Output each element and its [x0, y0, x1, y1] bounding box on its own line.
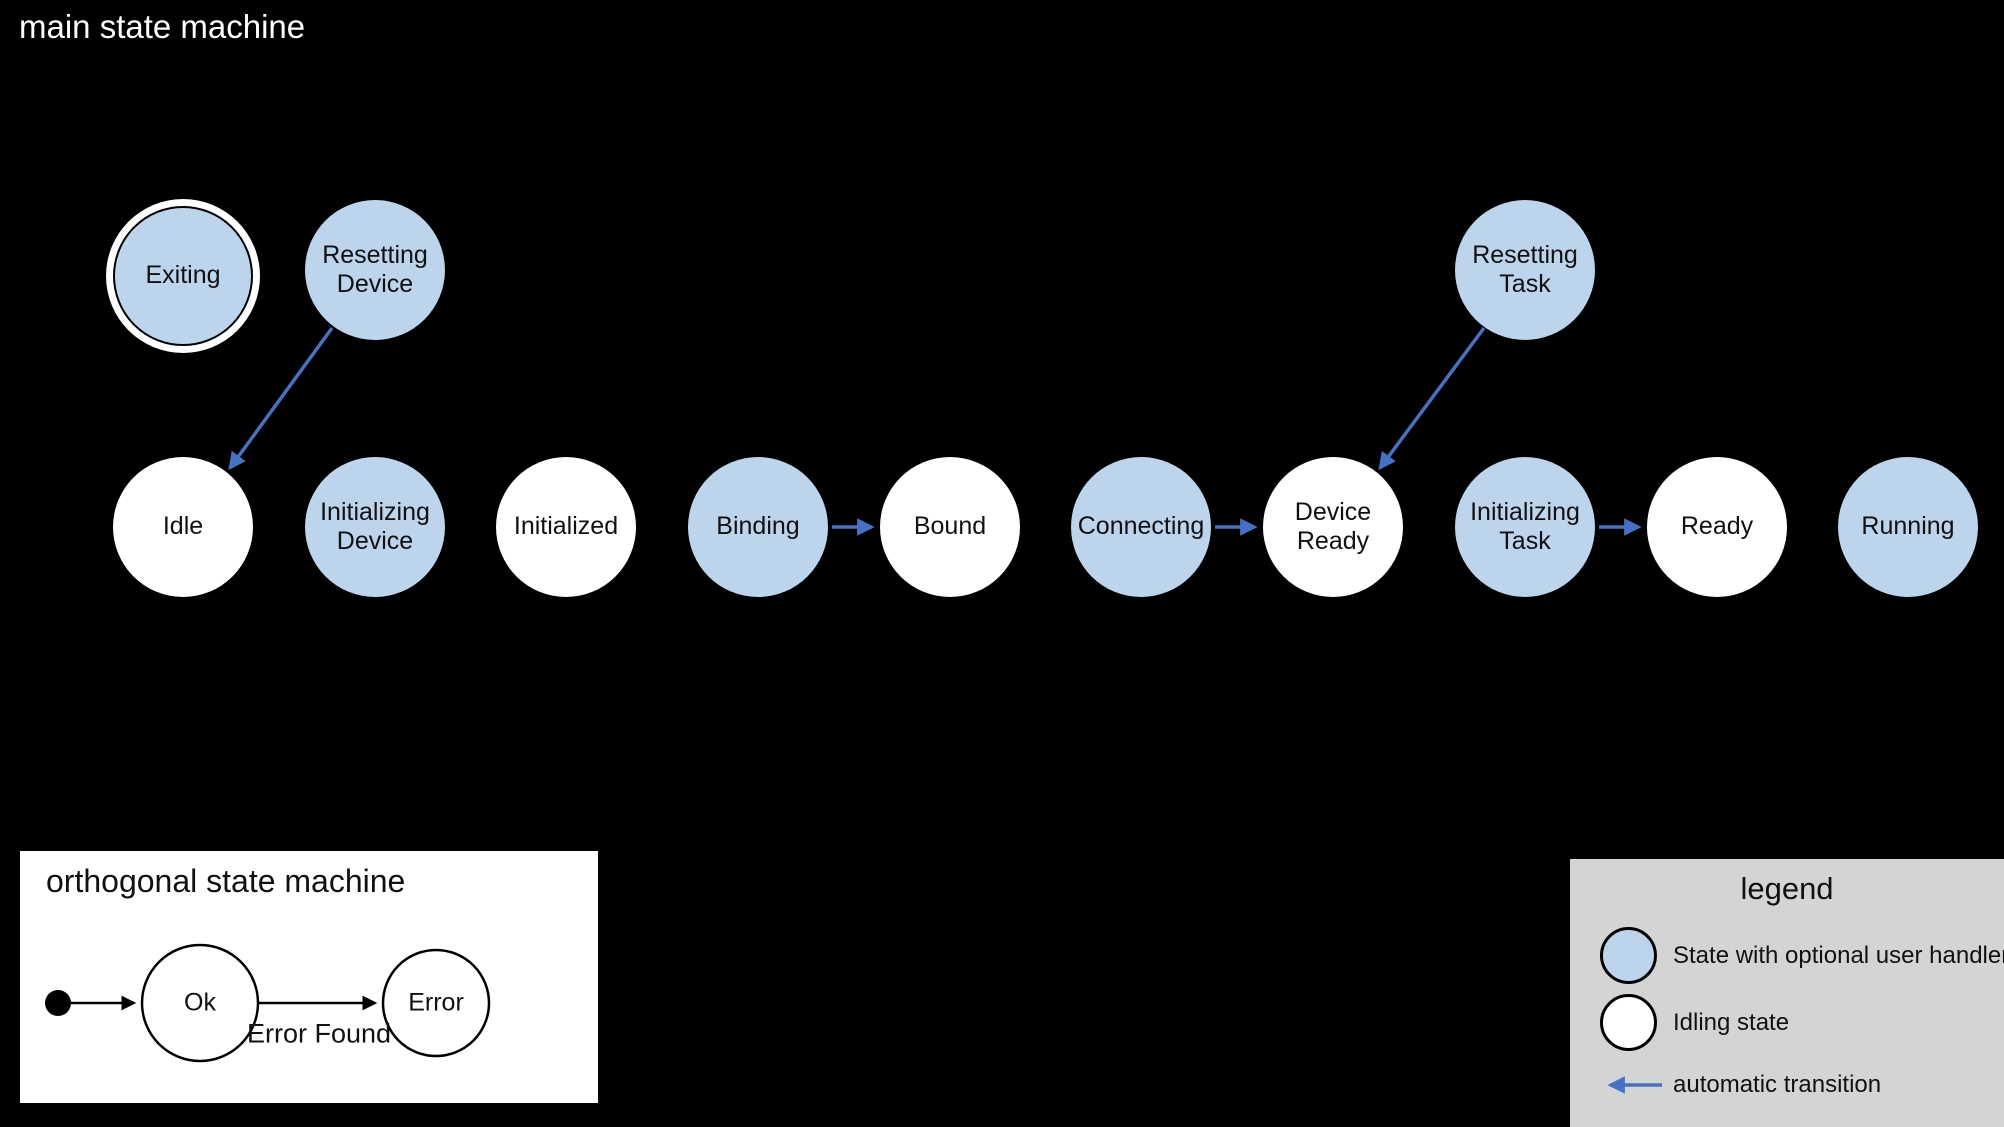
state-resetting-task: Resetting Task: [1455, 200, 1595, 340]
state-initializing-task: Initializing Task: [1455, 457, 1595, 597]
legend-panel: legend State with optional user handler …: [1570, 859, 2004, 1127]
state-error-circle: [381, 948, 491, 1058]
state-device-ready: Device Ready: [1263, 457, 1403, 597]
orthogonal-state-machine-title: orthogonal state machine: [46, 863, 406, 899]
state-resetting-device: Resetting Device: [305, 200, 445, 340]
orthogonal-machine-shapes: [45, 943, 491, 1063]
state-idle: Idle: [113, 457, 253, 597]
idling-state-circle-icon: [1600, 994, 1657, 1051]
initial-state-dot: [45, 990, 71, 1016]
orthogonal-state-machine-panel: orthogonal state machine Ok Error Error …: [17, 848, 601, 1106]
handler-state-circle-icon: [1600, 927, 1657, 984]
state-error-label: Error: [408, 988, 464, 1017]
state-bound: Bound: [880, 457, 1020, 597]
state-ready: Ready: [1647, 457, 1787, 597]
state-connecting: Connecting: [1071, 457, 1211, 597]
automatic-transition-arrow-icon: [1607, 1076, 1662, 1094]
legend-title: legend: [1740, 871, 1834, 906]
transition-resetting-device-to-idle: [228, 326, 334, 471]
state-running: Running: [1838, 457, 1978, 597]
state-binding: Binding: [688, 457, 828, 597]
main-state-machine-title: main state machine: [19, 8, 306, 45]
legend-item-idling-state-label: Idling state: [1673, 1009, 1790, 1036]
state-ok-label: Ok: [184, 988, 216, 1017]
transition-error-found-label: Error Found: [246, 1018, 392, 1049]
state-initialized: Initialized: [496, 457, 636, 597]
transition-resetting-task-to-device-ready: [1378, 326, 1486, 471]
legend-item-handler-state-label: State with optional user handler: [1673, 942, 2004, 969]
state-exiting: Exiting: [113, 206, 253, 346]
state-initializing-device: Initializing Device: [305, 457, 445, 597]
legend-item-automatic-transition-label: automatic transition: [1673, 1071, 1882, 1098]
